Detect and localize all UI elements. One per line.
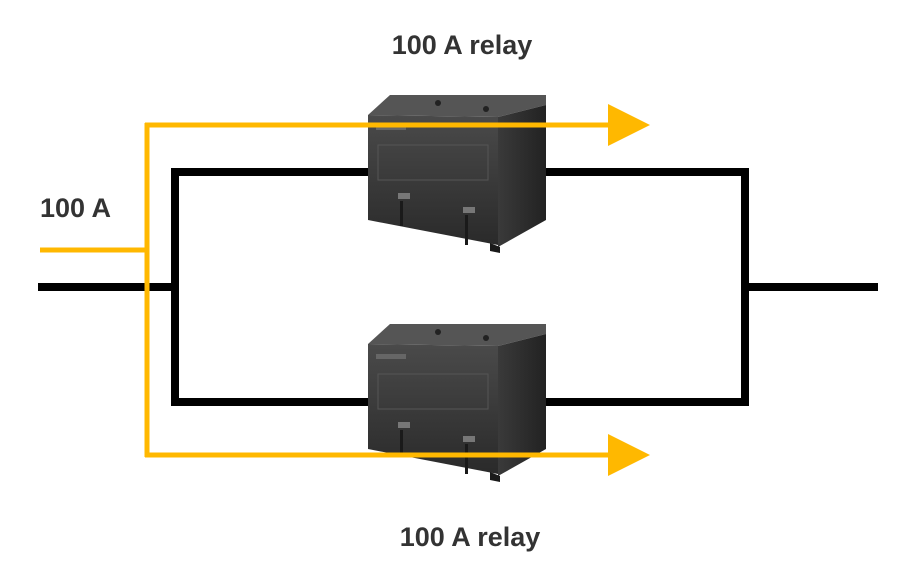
bottom-arrow-icon <box>608 434 650 476</box>
top-relay-label: 100 A relay <box>392 30 533 60</box>
top-arrow-icon <box>608 104 650 146</box>
top-relay-image <box>367 94 547 254</box>
input-current-label: 100 A <box>40 193 111 223</box>
bottom-relay-image <box>367 323 547 483</box>
current-flow-path <box>40 122 615 458</box>
bottom-relay-label: 100 A relay <box>400 522 541 552</box>
